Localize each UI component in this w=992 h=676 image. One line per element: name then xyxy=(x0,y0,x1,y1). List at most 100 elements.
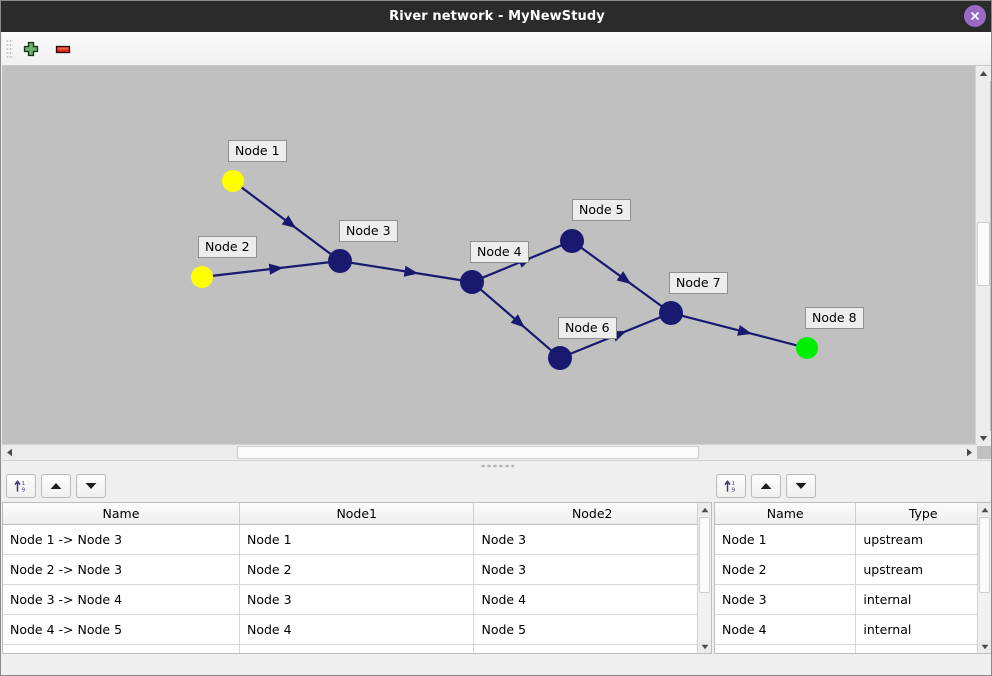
graph-node[interactable] xyxy=(659,301,683,325)
graph-node-label[interactable]: Node 6 xyxy=(558,317,617,339)
table-cell[interactable]: Node 2 xyxy=(715,554,857,585)
network-graph[interactable] xyxy=(2,66,992,459)
canvas-scroll-left-arrow[interactable] xyxy=(2,445,17,460)
graph-node-label[interactable]: Node 1 xyxy=(228,140,287,162)
column-header-type[interactable]: Type xyxy=(855,503,991,525)
table-cell[interactable]: Node 3 xyxy=(473,554,711,585)
table-cell[interactable]: Node 3 xyxy=(715,584,857,615)
canvas-scroll-right-arrow[interactable] xyxy=(962,445,977,460)
triangle-right-icon xyxy=(967,448,972,457)
move-node-up-button[interactable] xyxy=(751,474,781,498)
title-bar: River network - MyNewStudy xyxy=(1,1,991,32)
edge-arrow-icon xyxy=(737,324,753,336)
remove-node-button[interactable] xyxy=(49,36,77,62)
graph-node-label[interactable]: Node 8 xyxy=(805,307,864,329)
table-cell[interactable]: Node 1 xyxy=(239,524,475,555)
table-empty-row xyxy=(715,644,991,653)
graph-node-label[interactable]: Node 3 xyxy=(339,220,398,242)
table-cell[interactable]: Node 4 -> Node 5 xyxy=(3,614,240,645)
canvas-scroll-up-arrow[interactable] xyxy=(976,66,991,81)
move-branch-up-button[interactable] xyxy=(41,474,71,498)
nodes-scroll-up-arrow[interactable] xyxy=(978,503,991,516)
sort-icon: 1 9 xyxy=(14,480,26,493)
canvas-scroll-down-arrow[interactable] xyxy=(976,431,991,446)
graph-node[interactable] xyxy=(191,266,213,288)
graph-node-label[interactable]: Node 7 xyxy=(669,272,728,294)
branches-scroll-up-arrow[interactable] xyxy=(698,503,711,516)
horizontal-splitter[interactable] xyxy=(2,460,991,470)
table-cell[interactable]: Node 1 -> Node 3 xyxy=(3,524,240,555)
graph-node[interactable] xyxy=(328,249,352,273)
graph-toolbar xyxy=(2,32,991,66)
table-cell[interactable]: Node 2 xyxy=(239,554,475,585)
canvas-horizontal-scroll-thumb[interactable] xyxy=(237,446,699,459)
graph-node[interactable] xyxy=(548,346,572,370)
graph-node[interactable] xyxy=(222,170,244,192)
table-cell[interactable]: Node 4 xyxy=(715,614,857,645)
move-branch-down-button[interactable] xyxy=(76,474,106,498)
graph-node[interactable] xyxy=(796,337,818,359)
table-cell[interactable]: internal xyxy=(855,614,991,645)
toolbar-drag-handle[interactable] xyxy=(6,38,13,59)
table-cell[interactable]: Node 4 xyxy=(473,584,711,615)
graph-node-label[interactable]: Node 5 xyxy=(572,199,631,221)
canvas-horizontal-scrollbar[interactable] xyxy=(2,444,977,460)
graph-node-label[interactable]: Node 2 xyxy=(198,236,257,258)
nodes-scroll-down-arrow[interactable] xyxy=(978,640,991,653)
table-cell[interactable]: Node 3 xyxy=(239,584,475,615)
graph-node-label[interactable]: Node 4 xyxy=(470,241,529,263)
column-header-node2[interactable]: Node2 xyxy=(473,503,711,525)
table-cell[interactable]: Node 3 -> Node 4 xyxy=(3,584,240,615)
canvas-vertical-scrollbar[interactable] xyxy=(975,66,991,446)
column-header-node1[interactable]: Node1 xyxy=(239,503,475,525)
table-cell[interactable]: Node 3 xyxy=(473,524,711,555)
edge-arrow-icon xyxy=(616,271,632,285)
add-node-button[interactable] xyxy=(17,36,45,62)
branches-table-vertical-scrollbar[interactable] xyxy=(697,503,711,653)
table-cell[interactable]: upstream xyxy=(855,554,991,585)
sort-nodes-button[interactable]: 1 9 xyxy=(716,474,746,498)
column-header-name[interactable]: Name xyxy=(3,503,240,525)
graph-node[interactable] xyxy=(460,270,484,294)
svg-text:1: 1 xyxy=(22,481,25,487)
table-cell[interactable]: internal xyxy=(855,584,991,615)
branches-scroll-down-arrow[interactable] xyxy=(698,640,711,653)
table-cell[interactable]: Node 5 xyxy=(473,614,711,645)
nodes-scroll-thumb[interactable] xyxy=(979,517,990,593)
sort-branches-button[interactable]: 1 9 xyxy=(6,474,36,498)
edge-arrow-icon xyxy=(268,263,284,275)
edge-arrow-icon xyxy=(281,215,297,229)
table-cell[interactable]: Node 4 xyxy=(239,614,475,645)
triangle-down-icon xyxy=(981,644,988,649)
table-cell[interactable]: Node 1 xyxy=(715,524,857,555)
nodes-table-vertical-scrollbar[interactable] xyxy=(977,503,991,653)
triangle-up-icon xyxy=(981,507,988,512)
table-cell-empty xyxy=(239,644,475,653)
table-cell[interactable]: upstream xyxy=(855,524,991,555)
canvas-vertical-scroll-thumb[interactable] xyxy=(977,222,990,286)
table-cell[interactable]: Node 2 -> Node 3 xyxy=(3,554,240,585)
branches-scroll-thumb[interactable] xyxy=(699,517,710,593)
arrow-up-icon xyxy=(50,483,62,489)
move-node-down-button[interactable] xyxy=(786,474,816,498)
window-title: River network - MyNewStudy xyxy=(389,9,605,24)
close-button[interactable] xyxy=(964,5,986,27)
river-network-canvas[interactable]: Node 1 Node 2 Node 3 Node 4 Node 5 Node 6 Node… xyxy=(2,66,992,459)
column-header-name[interactable]: Name xyxy=(715,503,857,525)
graph-node[interactable] xyxy=(560,229,584,253)
